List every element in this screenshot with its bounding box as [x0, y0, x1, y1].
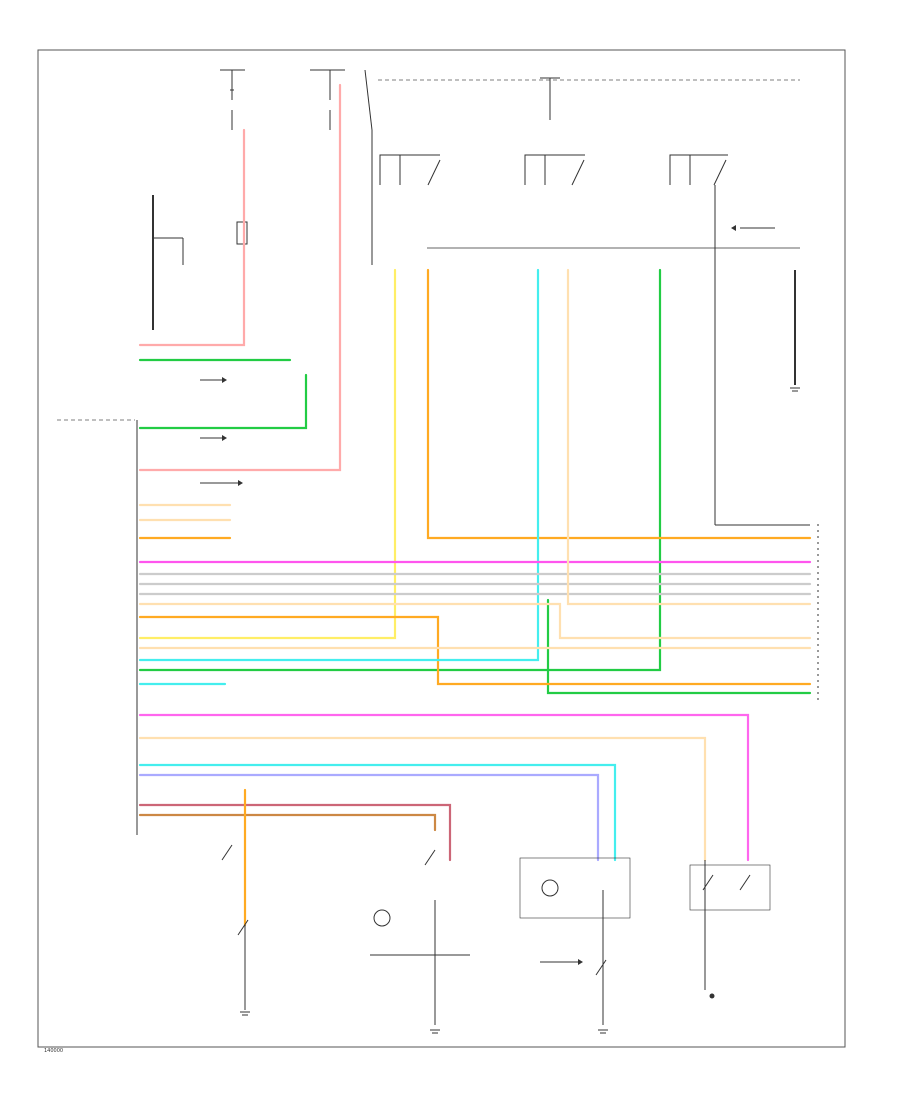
connector-arrow-icon [540, 959, 583, 965]
switch-contact-icon [571, 159, 585, 186]
ground-symbol-icon [598, 1029, 608, 1034]
connector-arrow-icon [731, 225, 775, 231]
ground-symbol-icon [709, 993, 715, 999]
connector-arrow-icon [200, 435, 227, 441]
wire-magenta-lower [138, 713, 750, 862]
wire-green-right [138, 268, 662, 672]
wire-red-lower [138, 803, 452, 862]
fuse-block-left [220, 69, 245, 130]
diagram-frame [37, 49, 846, 1048]
wire-pink-right [138, 83, 342, 472]
connector-arrow-icon [200, 377, 227, 383]
wire-pink-left [138, 128, 246, 347]
wire-green-bottom [546, 598, 812, 695]
wire-tan-2 [138, 602, 812, 640]
door-lock-motor-driver [370, 909, 470, 956]
fuse-block-right [310, 69, 373, 131]
switch-contact-icon [739, 874, 751, 891]
wire-orange-loop [138, 615, 812, 686]
switch-contact-icon [702, 874, 714, 891]
wire-cyan-top [138, 268, 540, 662]
wire-brown-lower [138, 813, 437, 832]
switch-contact-icon [713, 159, 727, 186]
wire-blue-lower [138, 773, 600, 862]
switch-contact-icon [595, 959, 607, 976]
resistor-component [236, 221, 248, 245]
relay-switch-3 [669, 154, 728, 186]
relay-switch-2 [524, 154, 585, 186]
fuse-block-top-right [540, 77, 560, 120]
switch-contact-icon [221, 844, 233, 861]
door-lock-switch-frame [689, 864, 771, 911]
wire-yellow [138, 268, 397, 640]
ground-symbol-icon [240, 1011, 250, 1016]
ground-symbol-icon [430, 1029, 440, 1034]
page-label: 140000 [44, 1048, 63, 1054]
relay-switch-1 [379, 154, 441, 186]
motor-icon [541, 879, 559, 897]
wire-green-loop [138, 373, 308, 430]
switch-contact-icon [427, 159, 441, 186]
motor-icon [373, 909, 391, 927]
wire-tan-lower [138, 736, 707, 862]
switch-contact-icon [424, 849, 436, 866]
wire-tan-1 [566, 268, 812, 606]
ground-symbol-icon [790, 387, 800, 392]
connector-arrow-icon [200, 480, 243, 486]
wire-orange-top [426, 268, 812, 540]
door-lock-motor-passenger [519, 857, 631, 919]
switch-contact-icon [237, 919, 249, 936]
wire-cyan-lower [138, 763, 617, 862]
